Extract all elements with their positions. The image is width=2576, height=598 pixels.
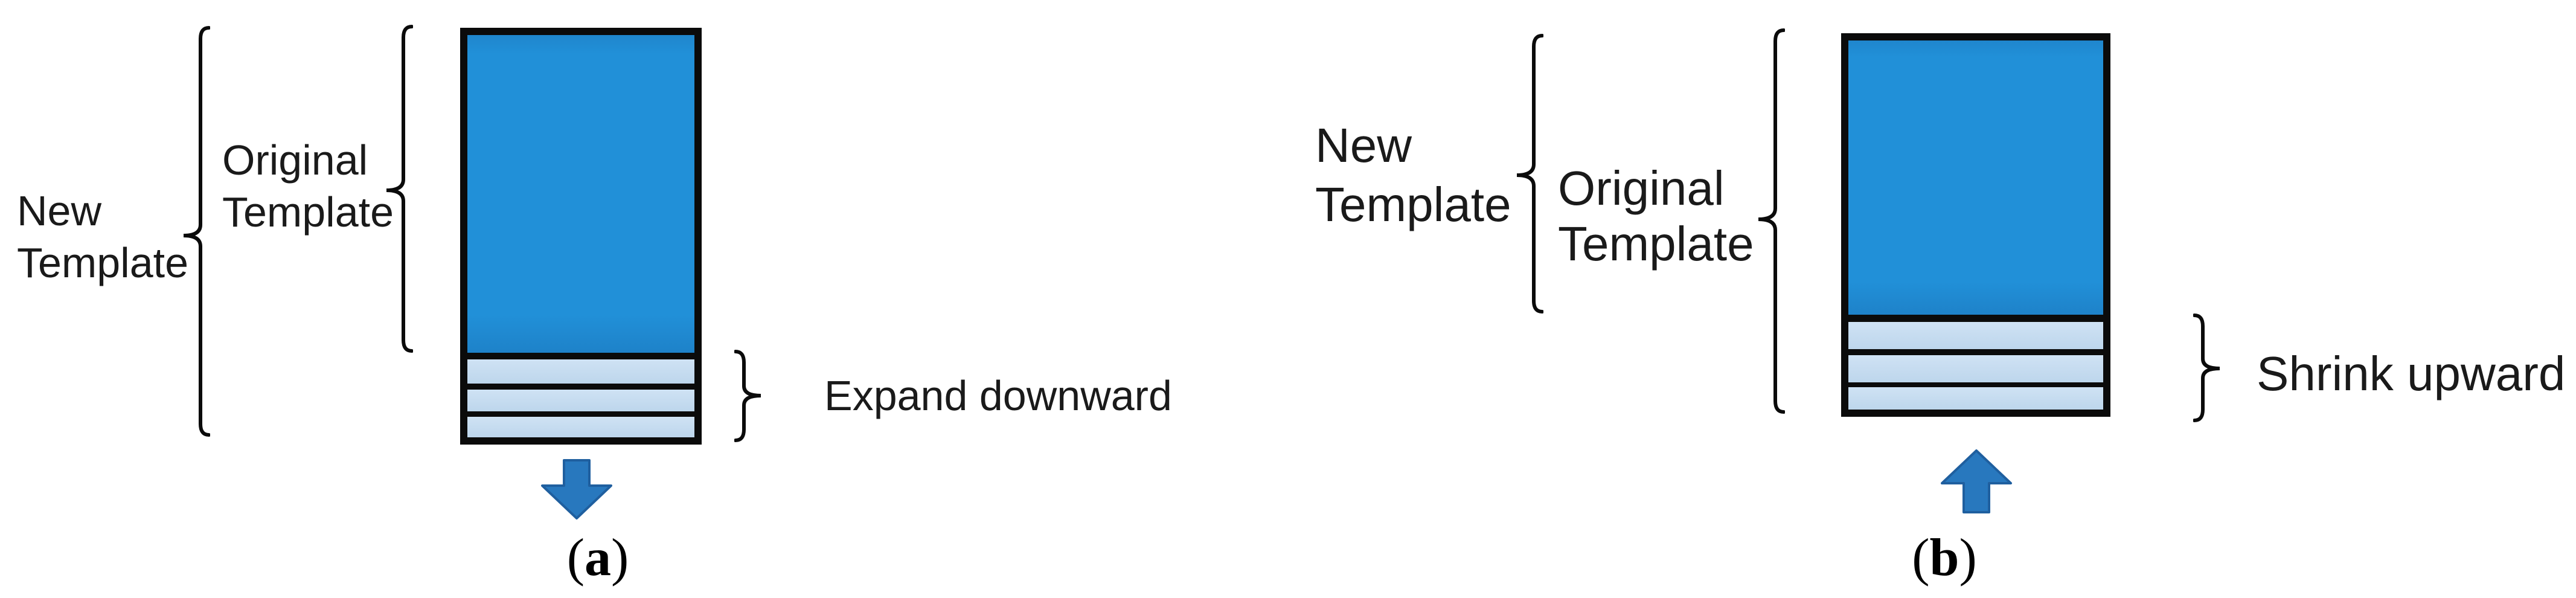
caption-b-open-paren: ( xyxy=(1912,529,1930,587)
panel-b-action-label: Shrink upward xyxy=(2257,347,2566,400)
caption-a-open-paren: ( xyxy=(566,529,585,587)
caption-a-close-paren: ) xyxy=(611,529,629,587)
panel-b-original-template-line1: Original xyxy=(1558,161,1725,215)
panel-a-expansion-row xyxy=(467,359,694,384)
divider xyxy=(1848,349,2103,355)
panel-b-template-rect xyxy=(1841,33,2110,417)
panel-b-shrink-row xyxy=(1848,355,2103,382)
panel-a-expansion-row xyxy=(467,390,694,411)
panel-b-new-template-line1: New xyxy=(1315,118,1412,172)
panel-b-new-template-line2: Template xyxy=(1315,178,1511,231)
panel-b-new-template-label: New Template xyxy=(1315,116,1511,234)
divider xyxy=(467,411,694,417)
panel-b-shrink-brace-icon xyxy=(2193,313,2220,422)
panel-a-original-template-line2: Template xyxy=(222,188,394,236)
caption-b-close-paren: ) xyxy=(1959,529,1977,587)
panel-a-caption: (a) xyxy=(531,530,664,586)
panel-a-expand-brace-icon xyxy=(734,350,761,442)
panel-a-original-template-label: Original Template xyxy=(222,134,394,238)
panel-b-shrink-row xyxy=(1848,322,2103,349)
panel-a-action-label: Expand downward xyxy=(824,372,1172,419)
panel-a-original-template-line1: Original xyxy=(222,137,368,184)
panel-b: New Template Original Template xyxy=(1208,0,2576,598)
divider xyxy=(1848,315,2103,322)
panel-b-original-template-label: Original Template xyxy=(1558,161,1754,272)
panel-b-caption: (b) xyxy=(1878,530,2011,586)
panel-b-original-template-line2: Template xyxy=(1558,217,1754,271)
caption-a-letter: a xyxy=(585,529,611,587)
panel-a-new-template-brace-icon xyxy=(183,26,210,437)
panel-a-original-template-area xyxy=(467,35,694,353)
panel-a-original-template-brace-icon xyxy=(386,25,413,353)
divider xyxy=(467,384,694,390)
panel-b-original-template-brace-icon xyxy=(1758,28,1785,414)
panel-a-template-rect xyxy=(460,28,702,445)
panel-a-new-template-label: New Template xyxy=(17,185,188,289)
down-arrow-icon xyxy=(541,459,612,519)
panel-a-expansion-row xyxy=(467,417,694,437)
up-arrow-icon xyxy=(1941,449,2012,513)
panel-a: New Template Original Template xyxy=(0,0,1208,598)
divider xyxy=(467,353,694,359)
caption-b-letter: b xyxy=(1929,529,1959,587)
panel-a-new-template-line2: Template xyxy=(17,239,189,286)
panel-b-new-template-area xyxy=(1848,40,2103,315)
divider xyxy=(1848,382,2103,387)
panel-b-shrink-row xyxy=(1848,387,2103,410)
panel-a-new-template-line1: New xyxy=(17,187,102,234)
panel-b-new-template-brace-icon xyxy=(1516,34,1543,313)
